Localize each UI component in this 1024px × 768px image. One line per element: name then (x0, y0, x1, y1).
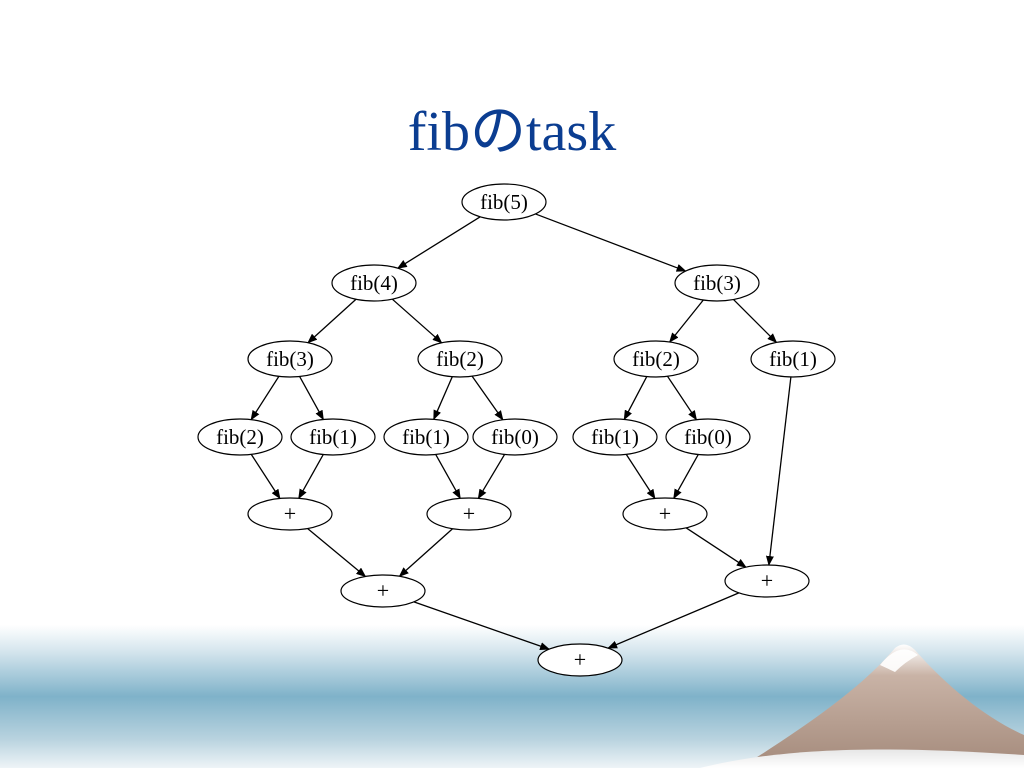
edge-n_plus4-to-n_plus6 (413, 601, 551, 650)
edge-n_fib1a-to-n_plus5 (765, 376, 792, 567)
node-n_fib2a: fib(2) (417, 340, 503, 378)
node-label: fib(3) (693, 271, 741, 295)
node-label: + (574, 647, 586, 672)
mountain-base (700, 749, 1024, 768)
node-label: fib(1) (591, 425, 639, 449)
node-n_fib1d: fib(1) (572, 418, 658, 456)
node-n_fib2b: fib(2) (613, 340, 699, 378)
node-ellipse (331, 264, 417, 302)
edge-n_fib4-to-n_fib2a (391, 298, 443, 344)
node-label: fib(4) (350, 271, 398, 295)
node-n_fib2c: fib(2) (197, 418, 283, 456)
edge-n_plus2-to-n_plus4 (398, 528, 453, 577)
node-label: + (463, 501, 475, 526)
mountain-shape (740, 644, 1024, 768)
node-ellipse (247, 340, 333, 378)
node-ellipse (613, 340, 699, 378)
node-ellipse (537, 643, 623, 677)
node-label: fib(1) (769, 347, 817, 371)
node-label: + (659, 501, 671, 526)
node-n_fib0b: fib(0) (665, 418, 751, 456)
edge-n_plus1-to-n_plus4 (307, 528, 367, 578)
node-n_fib1a: fib(1) (750, 340, 836, 378)
node-label: + (284, 501, 296, 526)
node-n_plus1: + (247, 497, 333, 531)
edge-n_fib5-to-n_fib4 (396, 216, 481, 269)
node-ellipse (461, 183, 547, 221)
node-ellipse (665, 418, 751, 456)
edge-n_fib2a-to-n_fib1c (433, 376, 453, 421)
node-ellipse (674, 264, 760, 302)
node-label: fib(0) (684, 425, 732, 449)
edge-n_fib1d-to-n_plus3 (625, 453, 656, 500)
edges (250, 213, 792, 650)
edge-n_fib2b-to-n_fib0b (666, 375, 698, 421)
edge-n_fib0a-to-n_plus2 (477, 454, 506, 500)
edge-n_fib3b-to-n_fib2c (250, 376, 280, 421)
edge-n_fib3a-to-n_fib1a (733, 299, 778, 344)
node-n_fib4: fib(4) (331, 264, 417, 302)
node-label: fib(2) (216, 425, 264, 449)
edge-n_plus5-to-n_plus6 (607, 592, 740, 649)
node-label: fib(3) (266, 347, 314, 371)
edge-n_fib1c-to-n_plus2 (435, 454, 461, 500)
node-n_plus3: + (622, 497, 708, 531)
node-ellipse (622, 497, 708, 531)
nodes: fib(5) fib(4) fib(3) fib(3) fib(2) fib(2) fib(… (197, 183, 836, 677)
node-n_plus5: + (724, 564, 810, 598)
node-label: fib(1) (309, 425, 357, 449)
node-ellipse (724, 564, 810, 598)
node-n_plus6: + (537, 643, 623, 677)
edge-n_fib5-to-n_fib3a (535, 213, 687, 272)
node-ellipse (383, 418, 469, 456)
node-label: fib(0) (491, 425, 539, 449)
node-ellipse (290, 418, 376, 456)
edge-n_fib2c-to-n_plus1 (250, 453, 281, 500)
node-ellipse (572, 418, 658, 456)
node-n_fib3b: fib(3) (247, 340, 333, 378)
node-label: fib(2) (632, 347, 680, 371)
node-ellipse (417, 340, 503, 378)
mountain-snow (880, 649, 918, 672)
node-ellipse (340, 574, 426, 608)
node-n_plus2: + (426, 497, 512, 531)
node-n_fib1b: fib(1) (290, 418, 376, 456)
edge-n_fib0b-to-n_plus3 (673, 454, 699, 500)
node-ellipse (472, 418, 558, 456)
edge-n_fib3b-to-n_fib1b (299, 376, 324, 421)
node-label: + (377, 578, 389, 603)
node-ellipse (197, 418, 283, 456)
node-label: + (761, 568, 773, 593)
node-n_fib1c: fib(1) (383, 418, 469, 456)
node-n_plus4: + (340, 574, 426, 608)
node-ellipse (247, 497, 333, 531)
node-label: fib(1) (402, 425, 450, 449)
slide-title: fibのtask (407, 101, 617, 163)
edge-n_fib3a-to-n_fib2b (669, 299, 704, 343)
edge-n_fib1b-to-n_plus1 (298, 454, 324, 500)
edge-n_fib4-to-n_fib3b (307, 298, 357, 344)
node-n_fib0a: fib(0) (472, 418, 558, 456)
edge-n_fib2a-to-n_fib0a (471, 375, 504, 421)
node-ellipse (750, 340, 836, 378)
edge-n_plus3-to-n_plus5 (685, 527, 747, 568)
node-ellipse (426, 497, 512, 531)
node-n_fib5: fib(5) (461, 183, 547, 221)
node-label: fib(5) (480, 190, 528, 214)
node-label: fib(2) (436, 347, 484, 371)
edge-n_fib2b-to-n_fib1d (623, 376, 648, 421)
node-n_fib3a: fib(3) (674, 264, 760, 302)
